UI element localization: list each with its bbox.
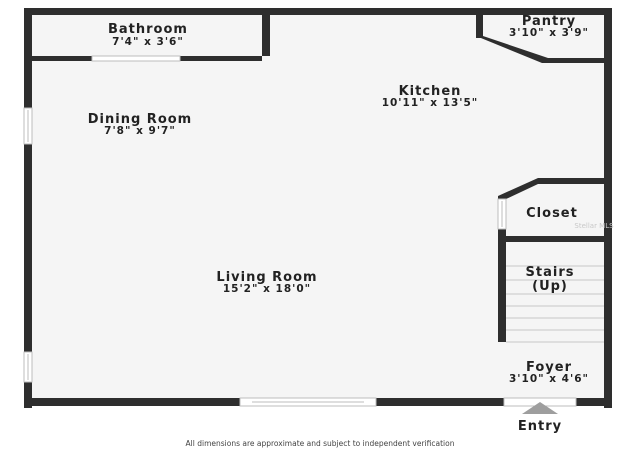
pantry-wall-left	[476, 12, 483, 38]
bathroom-name: Bathroom	[108, 22, 188, 37]
dining-room-name: Dining Room	[88, 112, 192, 127]
bathroom-wall-right	[262, 12, 270, 56]
dining-room-size: 7'8" x 9'7"	[104, 125, 176, 137]
pantry-angled-wall	[476, 36, 548, 63]
outer-wall-top	[24, 8, 612, 15]
entry-arrow-icon	[522, 402, 558, 414]
watermark: Stellar MLS	[574, 222, 614, 230]
kitchen-name: Kitchen	[399, 84, 462, 99]
bathroom-size: 7'4" x 3'6"	[112, 36, 184, 48]
closet-wall-top	[538, 178, 608, 184]
stairs-direction: (Up)	[532, 279, 568, 294]
outer-wall-right	[604, 8, 612, 408]
floor-area	[30, 12, 608, 402]
closet-wall-bottom	[506, 236, 608, 242]
living-room-name: Living Room	[216, 270, 317, 285]
disclaimer: All dimensions are approximate and subje…	[186, 439, 455, 448]
bathroom-angled-wall	[236, 56, 262, 61]
foyer-size: 3'10" x 4'6"	[509, 373, 589, 385]
foyer-name: Foyer	[526, 360, 572, 375]
entry-label: Entry	[518, 419, 562, 434]
kitchen-size: 10'11" x 13'5"	[382, 97, 479, 109]
bathroom-door-opening	[91, 55, 181, 62]
stair-treads	[506, 265, 604, 343]
stairs-wall-left	[498, 242, 506, 342]
outer-wall-left	[24, 8, 32, 408]
pantry-wall-bottom	[544, 58, 608, 63]
closet-name: Closet	[526, 206, 578, 221]
stairs-name: Stairs	[526, 265, 575, 280]
pantry-name: Pantry	[522, 14, 576, 29]
closet-wall-left-lower	[498, 228, 506, 242]
pantry-size: 3'10" x 3'9"	[509, 27, 589, 39]
living-room-size: 15'2" x 18'0"	[223, 283, 311, 295]
